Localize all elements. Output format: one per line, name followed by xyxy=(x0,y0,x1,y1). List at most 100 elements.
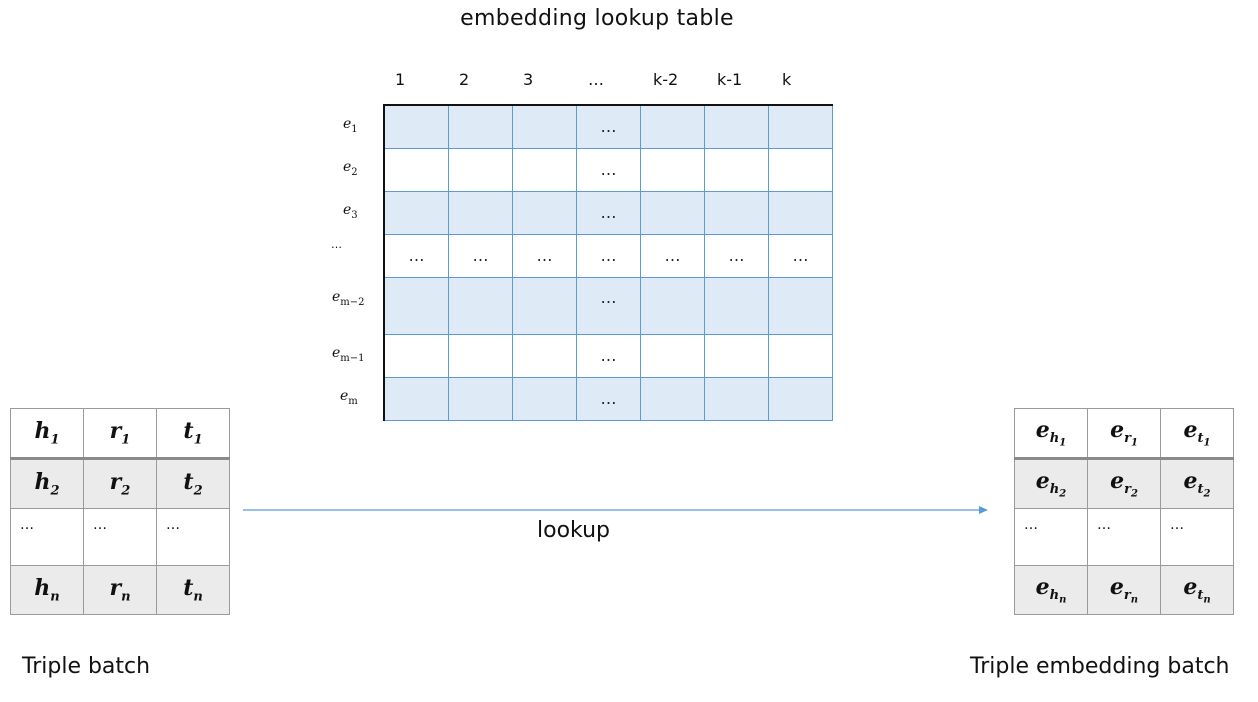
matrix-cell: … xyxy=(576,376,641,421)
relation-embedding-cell: ern xyxy=(1087,565,1161,615)
column-header: k xyxy=(782,70,792,89)
matrix-row: … xyxy=(383,276,833,335)
column-header: k-2 xyxy=(653,70,679,89)
matrix-cell xyxy=(383,147,449,192)
matrix-row: … xyxy=(383,376,833,421)
embedding-row: … … … xyxy=(1014,508,1234,566)
matrix-cell xyxy=(704,333,769,378)
relation-cell: r1 xyxy=(83,408,157,460)
matrix-row: … xyxy=(383,147,833,192)
triple-batch-caption: Triple batch xyxy=(22,654,151,679)
matrix-cell xyxy=(448,333,513,378)
ellipsis-cell: … xyxy=(10,508,84,566)
matrix-cell xyxy=(768,276,833,335)
column-header: … xyxy=(588,70,604,89)
embedding-batch-caption: Triple embedding batch xyxy=(970,654,1230,679)
matrix-cell: … xyxy=(576,333,641,378)
tail-cell: t1 xyxy=(156,408,230,460)
matrix-cell xyxy=(383,333,449,378)
matrix-cell xyxy=(383,276,449,335)
ellipsis-cell: … xyxy=(1160,508,1234,566)
matrix-cell xyxy=(448,376,513,421)
column-header: 2 xyxy=(459,70,470,89)
ellipsis-cell: … xyxy=(1087,508,1161,566)
matrix-cell xyxy=(448,147,513,192)
relation-embedding-cell: er2 xyxy=(1087,458,1161,509)
triple-row: … … … xyxy=(10,508,230,566)
row-label: em xyxy=(340,388,358,407)
relation-cell: r2 xyxy=(83,458,157,509)
triple-row: h1 r1 t1 xyxy=(10,408,230,460)
row-label: e2 xyxy=(343,159,358,178)
relation-cell: rn xyxy=(83,565,157,615)
arrow-head-icon xyxy=(979,506,988,514)
matrix-cell: … xyxy=(512,233,577,278)
row-label: em−1 xyxy=(332,345,365,364)
ellipsis-cell: … xyxy=(156,508,230,566)
embedding-batch-table: eh1 er1 et1 eh2 er2 et2 … … … ehn ern et… xyxy=(1014,408,1234,615)
head-embedding-cell: eh1 xyxy=(1014,408,1088,460)
row-label: em−2 xyxy=(332,289,365,308)
matrix-cell: … xyxy=(576,276,641,335)
matrix-cell: … xyxy=(576,147,641,192)
matrix-cell: … xyxy=(704,233,769,278)
matrix-cell xyxy=(512,147,577,192)
matrix-row: … … … … … … … xyxy=(383,233,833,278)
lookup-table-title: embedding lookup table xyxy=(460,6,734,31)
embedding-row: eh2 er2 et2 xyxy=(1014,458,1234,509)
column-headers: 1 2 3 … k-2 k-1 k xyxy=(383,70,838,92)
head-cell: h2 xyxy=(10,458,84,509)
matrix-cell xyxy=(704,376,769,421)
triple-row: hn rn tn xyxy=(10,565,230,615)
column-header: 3 xyxy=(523,70,534,89)
matrix-cell xyxy=(704,276,769,335)
matrix-cell xyxy=(768,190,833,235)
matrix-cell xyxy=(512,333,577,378)
embedding-matrix: … … … … … … … … … … … xyxy=(383,104,833,421)
matrix-cell: … xyxy=(448,233,513,278)
column-header: 1 xyxy=(395,70,406,89)
matrix-cell xyxy=(640,104,705,149)
tail-embedding-cell: et1 xyxy=(1160,408,1234,460)
tail-embedding-cell: etn xyxy=(1160,565,1234,615)
embedding-row: ehn ern etn xyxy=(1014,565,1234,615)
matrix-cell xyxy=(512,276,577,335)
tail-cell: tn xyxy=(156,565,230,615)
ellipsis-cell: … xyxy=(1014,508,1088,566)
embedding-row: eh1 er1 et1 xyxy=(1014,408,1234,460)
matrix-cell xyxy=(768,376,833,421)
matrix-cell xyxy=(640,276,705,335)
matrix-cell xyxy=(768,333,833,378)
matrix-cell: … xyxy=(768,233,833,278)
matrix-row: … xyxy=(383,190,833,235)
matrix-cell: … xyxy=(576,104,641,149)
matrix-cell xyxy=(704,104,769,149)
row-label: e3 xyxy=(343,202,358,221)
matrix-cell xyxy=(640,333,705,378)
lookup-label: lookup xyxy=(537,518,611,543)
matrix-cell xyxy=(640,190,705,235)
matrix-row: … xyxy=(383,104,833,149)
matrix-cell xyxy=(768,147,833,192)
tail-cell: t2 xyxy=(156,458,230,509)
row-label: e1 xyxy=(343,116,358,135)
matrix-row: … xyxy=(383,333,833,378)
head-embedding-cell: eh2 xyxy=(1014,458,1088,509)
relation-embedding-cell: er1 xyxy=(1087,408,1161,460)
matrix-cell xyxy=(512,376,577,421)
tail-embedding-cell: et2 xyxy=(1160,458,1234,509)
ellipsis-cell: … xyxy=(83,508,157,566)
matrix-cell xyxy=(448,276,513,335)
matrix-cell xyxy=(640,376,705,421)
column-header: k-1 xyxy=(717,70,743,89)
head-cell: hn xyxy=(10,565,84,615)
matrix-cell xyxy=(768,104,833,149)
matrix-cell: … xyxy=(576,190,641,235)
matrix-cell: … xyxy=(576,233,641,278)
head-cell: h1 xyxy=(10,408,84,460)
row-label: … xyxy=(331,238,342,251)
head-embedding-cell: ehn xyxy=(1014,565,1088,615)
triple-row: h2 r2 t2 xyxy=(10,458,230,509)
matrix-cell xyxy=(512,104,577,149)
